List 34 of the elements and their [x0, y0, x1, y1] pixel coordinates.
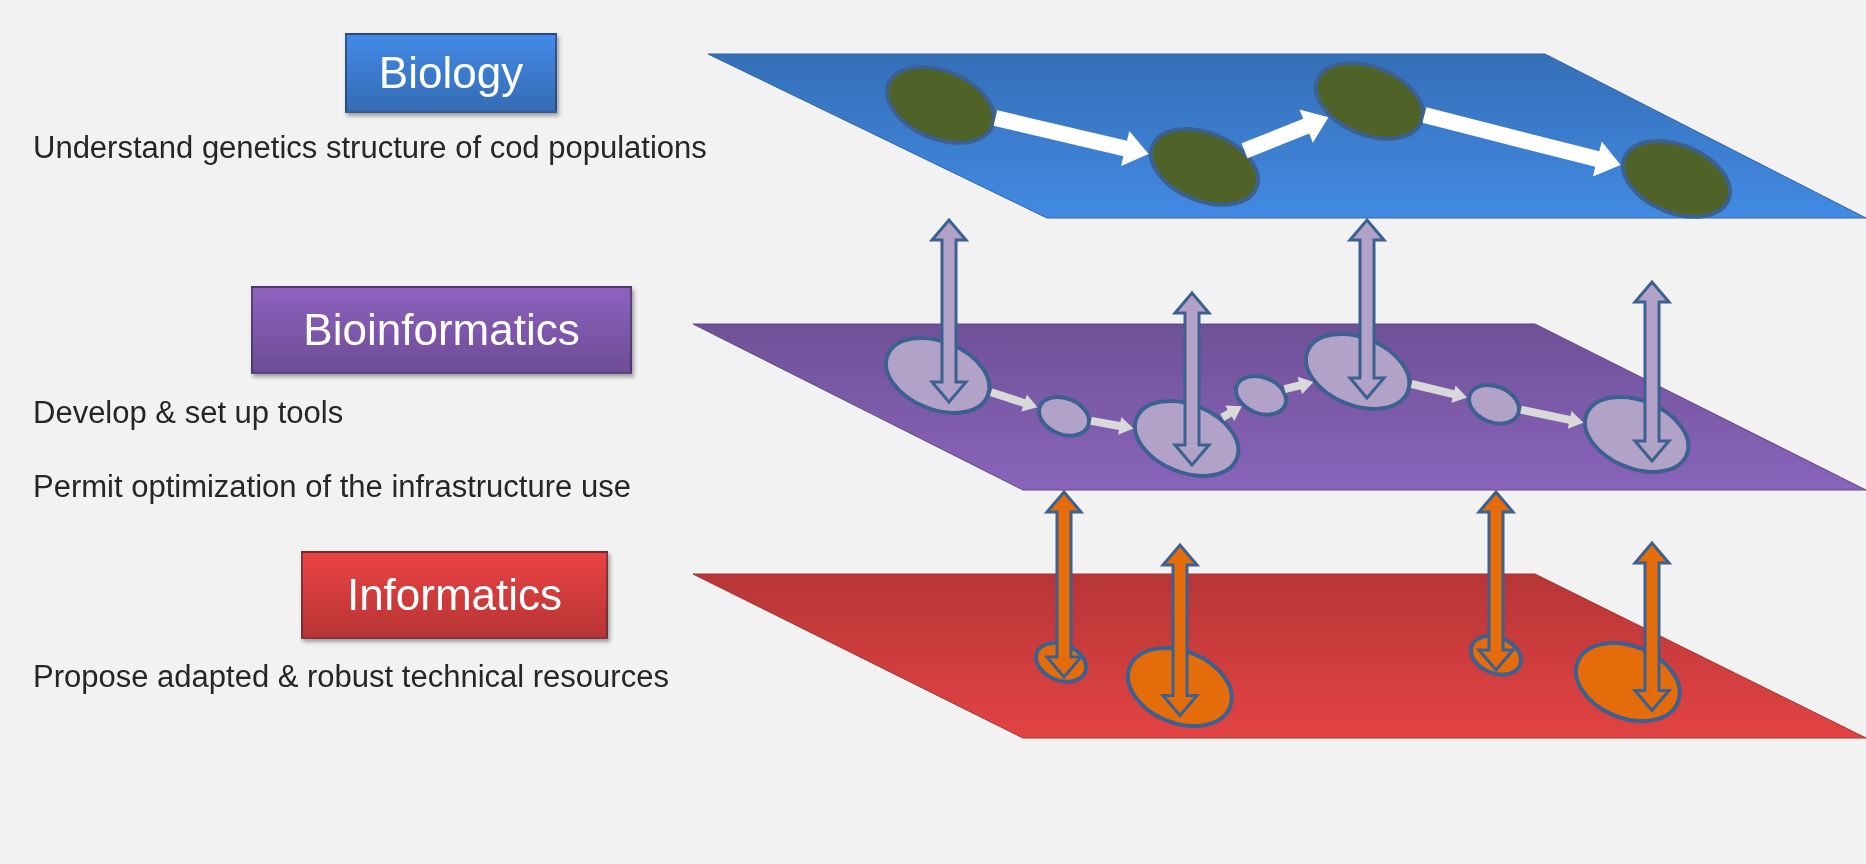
- ellipse: [1036, 394, 1091, 438]
- arrow: [1241, 109, 1329, 159]
- layer-description: Develop & set up tools: [33, 395, 344, 431]
- arrow: [928, 217, 970, 405]
- layer-plane: [708, 54, 1866, 218]
- arrow: [1159, 542, 1201, 718]
- arrow: [989, 388, 1038, 412]
- arrow: [1090, 416, 1134, 435]
- arrow: [1346, 217, 1388, 401]
- arrow: [1631, 540, 1673, 713]
- arrow: [1520, 405, 1584, 429]
- arrow: [1475, 489, 1517, 673]
- arrow: [1171, 290, 1213, 468]
- layer-title: Bioinformatics: [251, 286, 632, 374]
- layer-title: Biology: [345, 33, 557, 113]
- arrow: [1631, 279, 1673, 464]
- arrow: [1283, 376, 1314, 395]
- layer-description: Propose adapted & robust technical resources: [33, 659, 669, 695]
- ellipse: [1148, 127, 1260, 207]
- arrow: [993, 110, 1149, 166]
- layer-description: Understand genetics structure of cod populations: [33, 130, 707, 166]
- arrow: [1410, 380, 1468, 403]
- arrow: [1422, 107, 1621, 177]
- layer-plane: [693, 574, 1866, 738]
- ellipse: [1313, 61, 1425, 141]
- arrow: [1043, 489, 1085, 680]
- ellipse: [1466, 382, 1521, 426]
- layer-plane: [693, 324, 1866, 490]
- ellipse: [884, 65, 996, 145]
- layer-title: Informatics: [301, 551, 608, 639]
- layer-description: Permit optimization of the infrastructure use: [33, 469, 631, 505]
- ellipse: [1233, 373, 1288, 417]
- arrow: [1220, 405, 1242, 421]
- ellipse: [1620, 139, 1732, 219]
